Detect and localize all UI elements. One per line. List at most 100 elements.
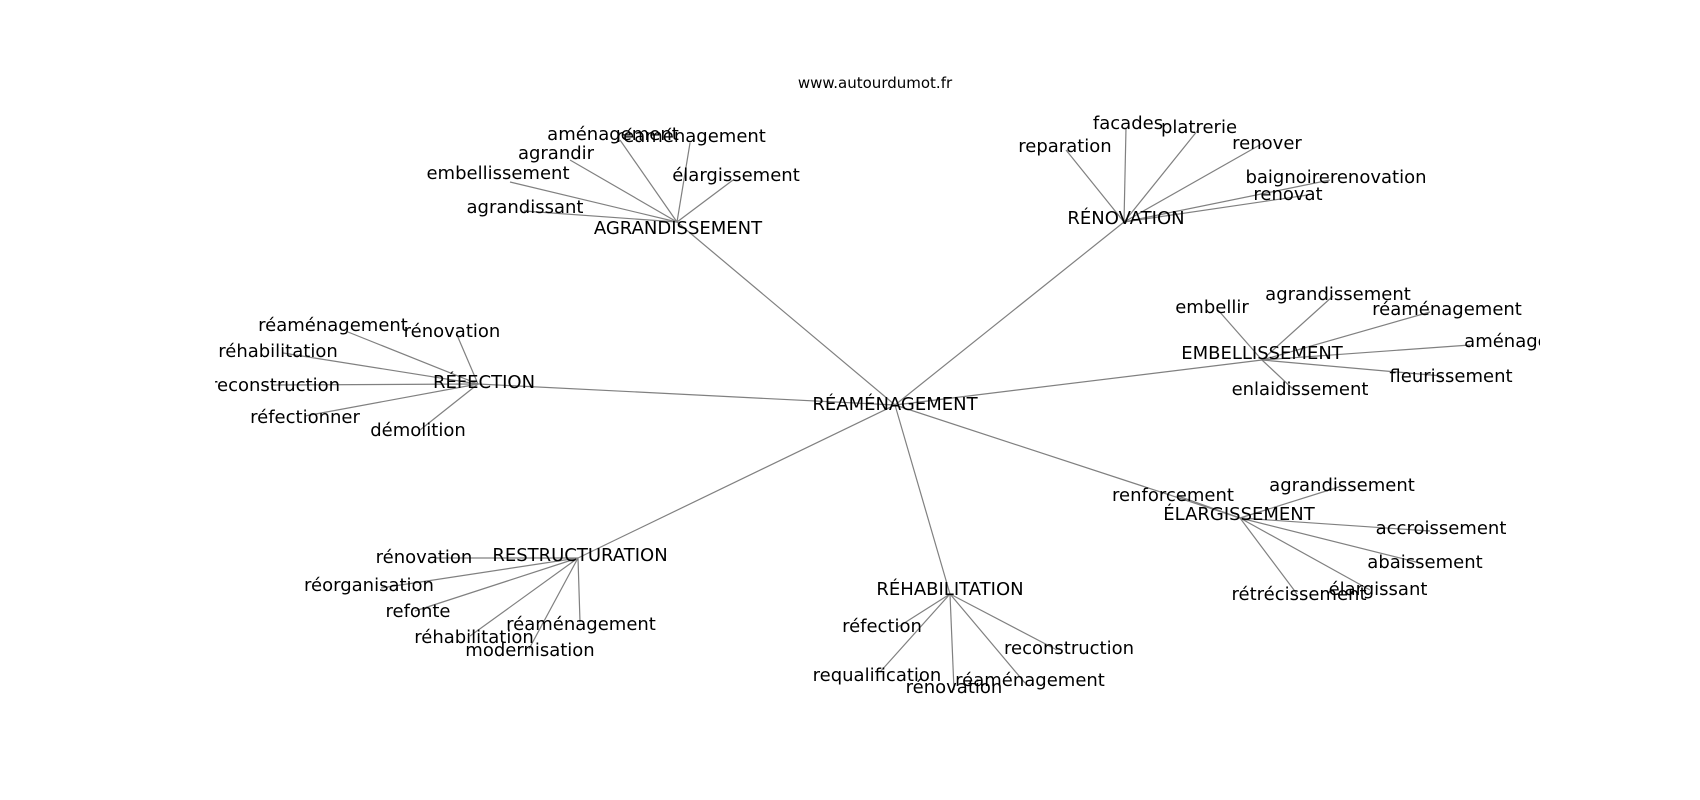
edge-hub-to-leaf — [1239, 517, 1298, 595]
leaf-node-label: rénovation — [404, 321, 501, 342]
leaf-node-label: rénovation — [906, 677, 1003, 698]
leaf-node-label: renover — [1232, 133, 1302, 154]
edge-center-to-hub — [894, 359, 1263, 406]
edge-hub-to-leaf — [523, 210, 678, 223]
edge-hub-to-leaf — [1261, 311, 1431, 361]
edge-hub-to-leaf — [1261, 295, 1334, 361]
leaf-node-label: élargissement — [672, 165, 800, 186]
edge-hub-to-leaf — [509, 181, 678, 223]
edge-center-to-hub — [676, 221, 896, 406]
leaf-node-label: réfectionner — [250, 407, 360, 428]
leaf-node-label: baignoirerenovation — [1245, 167, 1426, 188]
leaf-node-label: modernisation — [465, 640, 594, 661]
edge-hub-to-leaf — [414, 557, 579, 612]
hub-node-label: EMBELLISSEMENT — [1181, 343, 1344, 364]
leaf-node-label: agrandissement — [1265, 284, 1411, 305]
leaf-node-label: embellir — [1175, 297, 1249, 318]
edge-hub-to-leaf — [577, 557, 581, 623]
leaf-node-label: fleurissement — [1389, 366, 1512, 387]
leaf-node-label: réaménagement — [506, 614, 656, 635]
graph-edges — [270, 127, 1471, 691]
edge-center-to-hub — [894, 221, 1125, 406]
edge-center-to-hub — [894, 404, 1241, 519]
edge-hub-to-leaf — [1123, 179, 1331, 223]
edge-hub-to-leaf — [676, 179, 734, 223]
leaf-node-label: requalification — [813, 665, 942, 686]
leaf-node-label: réaménagement — [955, 670, 1105, 691]
edge-hub-to-leaf — [282, 352, 479, 385]
leaf-node-label: enlaidissement — [1232, 379, 1369, 400]
leaf-node-label: réaménagement — [616, 126, 766, 147]
leaf-node-label: réhabilitation — [414, 627, 534, 648]
edge-hub-to-leaf — [949, 593, 1026, 684]
edge-hub-to-leaf — [304, 383, 479, 417]
edge-hub-to-leaf — [619, 139, 678, 223]
leaf-node-label: abaissement — [1367, 552, 1482, 573]
leaf-node-label: réfection — [842, 616, 922, 637]
leaf-node-label: agrandir — [518, 143, 595, 164]
edge-hub-to-leaf — [270, 383, 479, 386]
leaf-node-label: renforcement — [1112, 485, 1234, 506]
edge-hub-to-leaf — [1239, 485, 1343, 519]
hub-node-label: RÉHABILITATION — [876, 578, 1023, 600]
site-label: www.autourdumot.fr — [798, 74, 953, 92]
leaf-node-label: platrerie — [1161, 117, 1237, 138]
leaf-node-label: réhabilitation — [218, 341, 338, 362]
leaf-node-label: reconstruction — [1004, 638, 1134, 659]
leaf-node-label: réaménagement — [258, 315, 408, 336]
edge-hub-to-leaf — [419, 383, 479, 431]
edge-hub-to-leaf — [1123, 194, 1309, 223]
edge-hub-to-leaf — [1065, 149, 1125, 223]
leaf-node-label: élargissant — [1329, 579, 1428, 600]
leaf-node-label: reparation — [1018, 136, 1111, 157]
edge-hub-to-leaf — [569, 159, 678, 223]
leaf-node-label: rénovation — [376, 547, 473, 568]
leaf-node-label: réaménagement — [1372, 299, 1522, 320]
leaf-node-label: facades — [1093, 113, 1163, 134]
edge-hub-to-leaf — [1217, 309, 1263, 361]
edge-hub-to-leaf — [1261, 359, 1443, 377]
edge-center-to-hub — [894, 404, 951, 595]
edge-hub-to-leaf — [879, 593, 951, 673]
leaf-node-label: reconstruction — [210, 375, 340, 396]
edge-hub-to-leaf — [380, 557, 579, 589]
edge-hub-to-leaf — [1239, 517, 1431, 532]
leaf-node-label: agrandissant — [467, 197, 584, 218]
edge-center-to-hub — [477, 383, 896, 406]
edge-hub-to-leaf — [897, 593, 951, 628]
edge-hub-to-leaf — [1123, 129, 1199, 223]
edge-hub-to-leaf — [1239, 517, 1371, 591]
hub-node-label: RÉFECTION — [433, 371, 535, 393]
center-node-label: RÉAMÉNAGEMENT — [812, 393, 978, 415]
leaf-node-label: rétrécissement — [1231, 584, 1366, 605]
edge-hub-to-leaf — [676, 142, 691, 223]
graph-labels: RÉAMÉNAGEMENTAGRANDISSEMENTaménagementré… — [210, 113, 1596, 698]
edge-hub-to-leaf — [469, 557, 579, 637]
edge-hub-to-leaf — [347, 331, 479, 385]
edge-hub-to-leaf — [1239, 517, 1421, 564]
hub-node-label: AGRANDISSEMENT — [594, 218, 763, 239]
edge-hub-to-leaf — [1261, 344, 1471, 361]
edge-hub-to-leaf — [456, 334, 479, 385]
leaf-node-label: accroissement — [1376, 518, 1507, 539]
hub-node-label: RÉNOVATION — [1067, 207, 1184, 229]
leaf-node-label: embellissement — [426, 163, 569, 184]
leaf-node-label: renovat — [1253, 184, 1322, 205]
edge-hub-to-leaf — [949, 593, 955, 691]
leaf-node-label: aménagement — [1464, 331, 1596, 352]
edge-hub-to-leaf — [528, 557, 579, 650]
leaf-node-label: réorganisation — [304, 575, 434, 596]
leaf-node-label: aménagement — [547, 124, 679, 145]
hub-node-label: ÉLARGISSEMENT — [1163, 503, 1315, 525]
leaf-node-label: refonte — [386, 601, 451, 622]
leaf-node-label: démolition — [370, 420, 466, 441]
edge-center-to-hub — [577, 404, 896, 559]
edge-hub-to-leaf — [1177, 495, 1241, 519]
edge-hub-to-leaf — [1123, 141, 1266, 223]
edge-hub-to-leaf — [949, 593, 1058, 651]
edge-hub-to-leaf — [1261, 359, 1295, 391]
hub-node-label: RESTRUCTURATION — [492, 545, 667, 566]
edge-hub-to-leaf — [1123, 127, 1127, 223]
